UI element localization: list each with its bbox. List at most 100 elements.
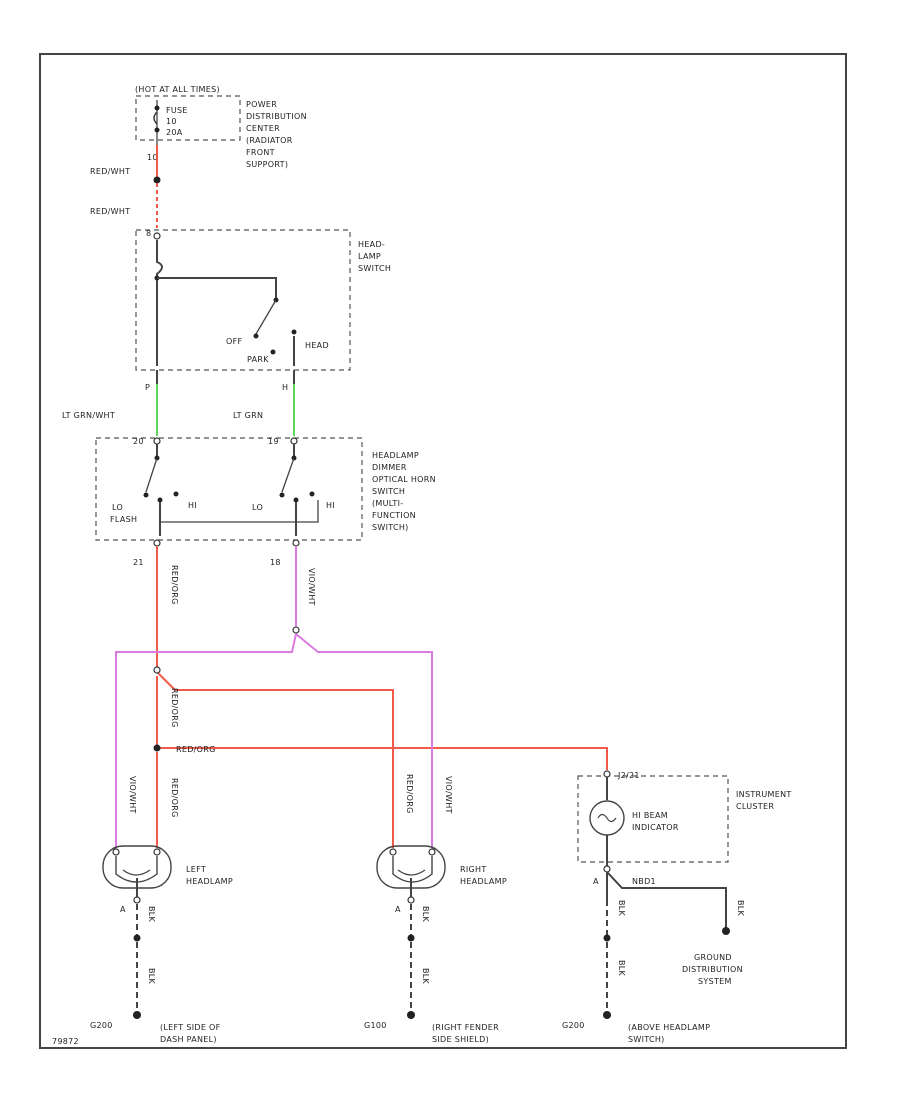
ground-dist-point (722, 927, 730, 935)
svg-text:HI BEAM: HI BEAM (632, 811, 668, 820)
left-ground-location: (LEFT SIDE OF DASH PANEL) (160, 1023, 221, 1044)
instrument-cluster-label: INSTRUMENT CLUSTER (736, 790, 792, 811)
right-pin-a: A (395, 905, 401, 914)
ground-distribution-label: GROUND DISTRIBUTION SYSTEM (682, 953, 743, 986)
ground-g100: G100 (364, 1021, 387, 1030)
svg-text:CLUSTER: CLUSTER (736, 802, 774, 811)
wire-label-redorg-v2: RED/ORG (170, 688, 179, 728)
switch-head-label: HEAD (305, 341, 329, 350)
svg-text:SWITCH): SWITCH) (628, 1035, 665, 1044)
svg-text:SIDE SHIELD): SIDE SHIELD) (432, 1035, 489, 1044)
diagram-border (39, 53, 847, 1049)
switch2-lo-label: LO (252, 503, 263, 512)
svg-text:DIMMER: DIMMER (372, 463, 407, 472)
wire-label-blk-1: BLK (147, 906, 156, 923)
switch1-hi-label: HI (188, 501, 197, 510)
center-pin-a: A (593, 877, 599, 886)
svg-text:HEAD-: HEAD- (358, 240, 385, 249)
pin-20-label: 20 (133, 437, 144, 446)
headlamp-switch-label: HEAD- LAMP SWITCH (358, 240, 391, 273)
svg-text:CENTER: CENTER (246, 124, 280, 133)
left-ground-point (133, 1011, 141, 1019)
svg-text:(RIGHT FENDER: (RIGHT FENDER (432, 1023, 499, 1032)
svg-text:RIGHT: RIGHT (460, 865, 487, 874)
power-distribution-center: (HOT AT ALL TIMES) FUSE 10 20A POWER DIS… (135, 85, 307, 169)
svg-text:POWER: POWER (246, 100, 277, 109)
svg-text:FUNCTION: FUNCTION (372, 511, 416, 520)
pin-19-label: 19 (268, 437, 279, 446)
center-ground-point (603, 1011, 611, 1019)
ground-g200-left: G200 (90, 1021, 113, 1030)
left-headlamp-label: LEFT HEADLAMP (186, 865, 233, 886)
pdc-label: POWER DISTRIBUTION CENTER (RADIATOR FRON… (246, 100, 307, 169)
svg-text:GROUND: GROUND (694, 953, 732, 962)
pin-21-label: 21 (133, 558, 144, 567)
pin-p-label: P (145, 383, 150, 392)
wire-label-viowht-v1: VIO/WHT (307, 568, 316, 606)
wire-label-blk-4: BLK (421, 968, 430, 985)
svg-text:DISTRIBUTION: DISTRIBUTION (682, 965, 743, 974)
dimmer-switch-label: HEADLAMP DIMMER OPTICAL HORN SWITCH (MUL… (372, 451, 436, 532)
low-beam-circuit (156, 546, 608, 848)
wire-label-redorg-h: RED/ORG (176, 745, 216, 754)
svg-text:INDICATOR: INDICATOR (632, 823, 679, 832)
wire-label-lt-grn: LT GRN (233, 411, 263, 420)
switch2-hi-label: HI (326, 501, 335, 510)
svg-text:HEADLAMP: HEADLAMP (460, 877, 507, 886)
wire-label-redwht-1: RED/WHT (90, 167, 130, 176)
switch-park-label: PARK (247, 355, 269, 364)
hot-at-all-times-label: (HOT AT ALL TIMES) (135, 85, 220, 94)
right-headlamp: RIGHT HEADLAMP (376, 845, 507, 904)
svg-text:SUPPORT): SUPPORT) (246, 160, 288, 169)
nbd1-label: NBD1 (632, 877, 656, 886)
svg-text:INSTRUMENT: INSTRUMENT (736, 790, 792, 799)
high-beam-circuit (115, 546, 433, 848)
wire-label-blk-6: BLK (617, 900, 626, 917)
wire-label-viowht-v3: VIO/WHT (444, 776, 453, 814)
svg-text:(MULTI-: (MULTI- (372, 499, 403, 508)
wire-label-blk-3: BLK (421, 906, 430, 923)
svg-text:SYSTEM: SYSTEM (698, 977, 732, 986)
headlamp-switch: 8 HEAD- LAMP SWITCH OFF HEAD PARK (135, 229, 391, 371)
wire-label-redorg-v4: RED/ORG (405, 774, 414, 814)
wire-label-blk-5: BLK (736, 900, 745, 917)
wire-label-viowht-v2: VIO/WHT (128, 776, 137, 814)
svg-text:DISTRIBUTION: DISTRIBUTION (246, 112, 307, 121)
connector-dot (153, 176, 161, 184)
fuse-amperage: 20A (166, 128, 183, 137)
pin-h-label: H (282, 383, 288, 392)
ground-g200-right: G200 (562, 1021, 585, 1030)
pin-10-label: 10 (147, 153, 158, 162)
switch-off-label: OFF (226, 337, 242, 346)
svg-text:HEADLAMP: HEADLAMP (372, 451, 419, 460)
center-ground-location: (ABOVE HEADLAMP SWITCH) (628, 1023, 710, 1044)
wire-label-redorg-v1: RED/ORG (170, 565, 179, 605)
svg-text:(RADIATOR: (RADIATOR (246, 136, 293, 145)
figure-code: 79872 (52, 1037, 79, 1046)
svg-text:SWITCH): SWITCH) (372, 523, 409, 532)
nbd1-branch (606, 871, 727, 928)
left-pin-a: A (120, 905, 126, 914)
pin-18-label: 18 (270, 558, 281, 567)
svg-text:HEADLAMP: HEADLAMP (186, 877, 233, 886)
wire-label-redwht-2: RED/WHT (90, 207, 130, 216)
svg-text:SWITCH: SWITCH (358, 264, 391, 273)
fuse-symbol (153, 100, 160, 145)
svg-text:OPTICAL HORN: OPTICAL HORN (372, 475, 436, 484)
multi-function-switch: 20 19 LO HI FLASH LO HI HEADLAMP DIMMER … (95, 437, 436, 541)
switch1-flash-label: FLASH (110, 515, 137, 524)
right-ground-point (407, 1011, 415, 1019)
svg-text:SWITCH: SWITCH (372, 487, 405, 496)
instrument-cluster: J2/21 HI BEAM INDICATOR INSTRUMENT CLUST… (577, 770, 792, 866)
hi-beam-indicator-label: HI BEAM INDICATOR (632, 811, 679, 832)
wire-label-blk-2: BLK (147, 968, 156, 985)
svg-text:DASH PANEL): DASH PANEL) (160, 1035, 217, 1044)
wire-label-redorg-v3: RED/ORG (170, 778, 179, 818)
svg-text:(LEFT SIDE OF: (LEFT SIDE OF (160, 1023, 221, 1032)
switch1-lo-label: LO (112, 503, 123, 512)
fuse-number: 10 (166, 117, 177, 126)
wire-label-lt-grnwht: LT GRN/WHT (62, 411, 115, 420)
wire-label-blk-7: BLK (617, 960, 626, 977)
pin-8-label: 8 (146, 229, 151, 238)
